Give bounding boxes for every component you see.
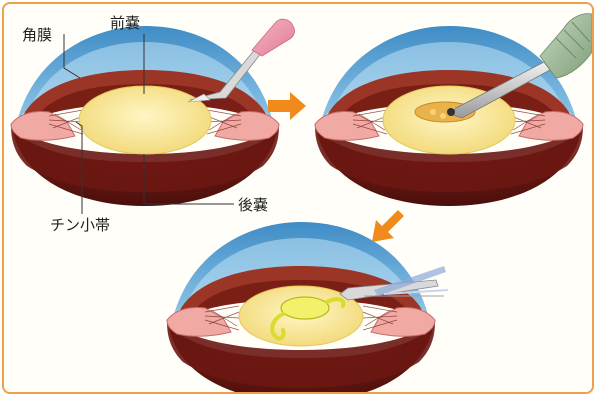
- diagram-frame: 角膜 前嚢 後嚢 チン小帯: [2, 2, 594, 394]
- knife-icon: [187, 18, 295, 103]
- eye-stage-1: [10, 25, 280, 207]
- phaco-probe-icon: [447, 13, 592, 119]
- label-cornea: 角膜: [22, 26, 52, 44]
- arrow-down-left-icon: [372, 210, 404, 242]
- cataract-surgery-diagram: 角膜 前嚢 後嚢 チン小帯: [10, 13, 592, 392]
- leader-zonule: [75, 121, 83, 214]
- arrow-right-icon: [268, 92, 306, 120]
- intraocular-lens: [270, 296, 346, 341]
- label-zonule: チン小帯: [50, 216, 110, 234]
- leader-posterior-capsule: [143, 154, 234, 205]
- lens: [78, 85, 212, 155]
- label-anterior-capsule: 前嚢: [110, 14, 140, 32]
- injector-icon: [339, 266, 449, 301]
- eye-stage-3: [166, 221, 436, 392]
- label-posterior-capsule: 後嚢: [238, 196, 268, 214]
- leader-cornea: [63, 34, 81, 79]
